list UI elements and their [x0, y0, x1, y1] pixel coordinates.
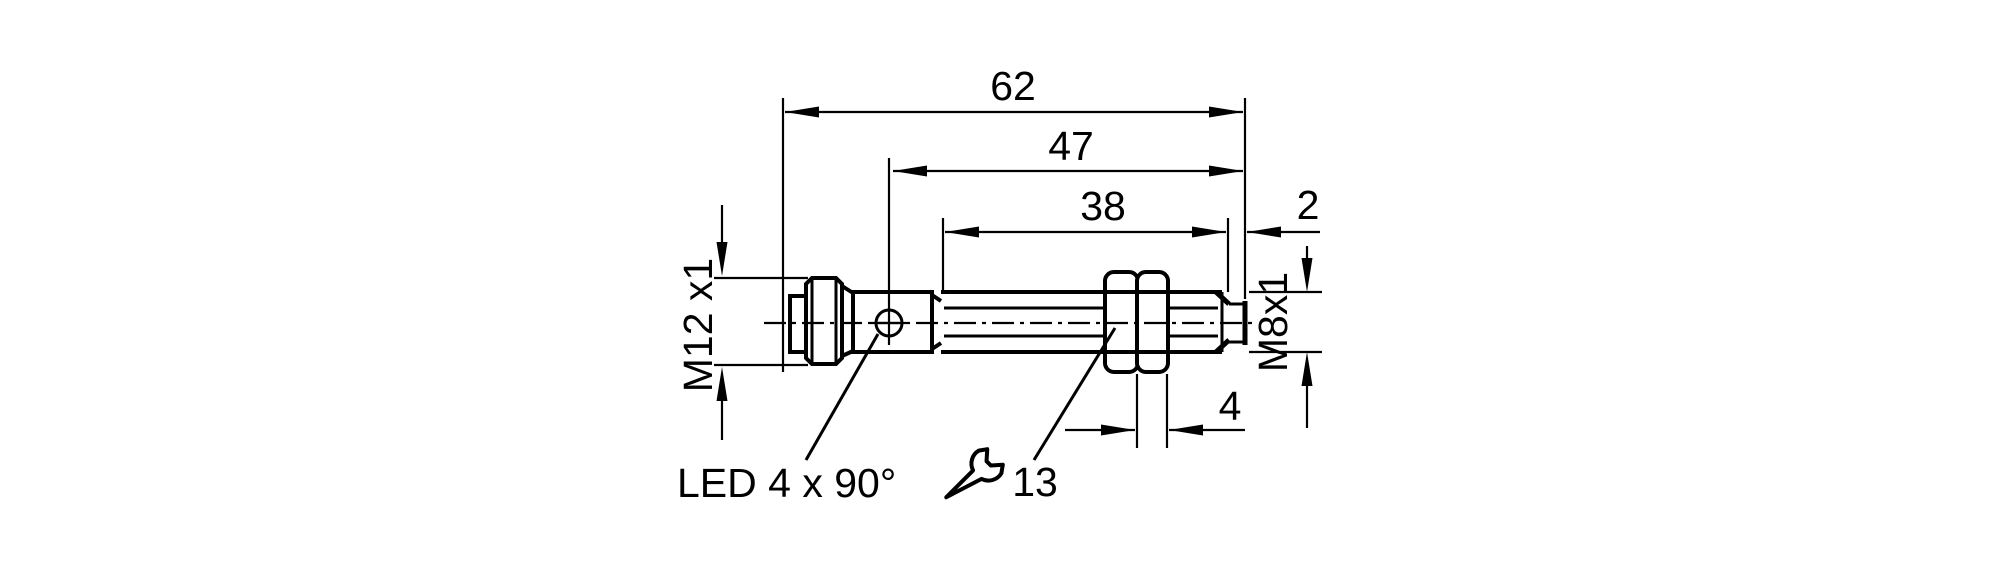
led-note-label: LED 4 x 90°: [677, 460, 896, 506]
dim-62-label: 62: [990, 63, 1036, 109]
extension-lines: [714, 98, 1322, 448]
m12-thread-label: M12 x1: [675, 258, 721, 392]
thread-minor-lines: [944, 306, 1218, 338]
wrench-leader-line: [1032, 327, 1117, 461]
dim-47-label: 47: [1048, 123, 1094, 169]
led-callout: LED 4 x 90°: [677, 333, 896, 506]
dimension-barrel-thread: M8x1: [1250, 246, 1313, 428]
dimension-tip-length: 2: [1247, 182, 1320, 238]
m8-thread-label: M8x1: [1250, 272, 1296, 372]
dim-4-label: 4: [1219, 383, 1242, 429]
dimension-total-length: 62: [785, 63, 1243, 118]
led-leader-line: [804, 333, 880, 461]
wrench-size-label: 13: [1012, 459, 1058, 505]
wrench-callout: 13: [944, 327, 1117, 505]
dimension-thread-length: 38: [945, 183, 1226, 238]
dimension-length-to-led: 47: [893, 123, 1243, 177]
wrench-icon: [944, 447, 1005, 500]
dim-2-label: 2: [1297, 182, 1320, 228]
dim-38-label: 38: [1080, 183, 1126, 229]
dimension-nut-thickness: 4: [1065, 383, 1245, 436]
dimension-connector-thread: M12 x1: [675, 205, 728, 440]
